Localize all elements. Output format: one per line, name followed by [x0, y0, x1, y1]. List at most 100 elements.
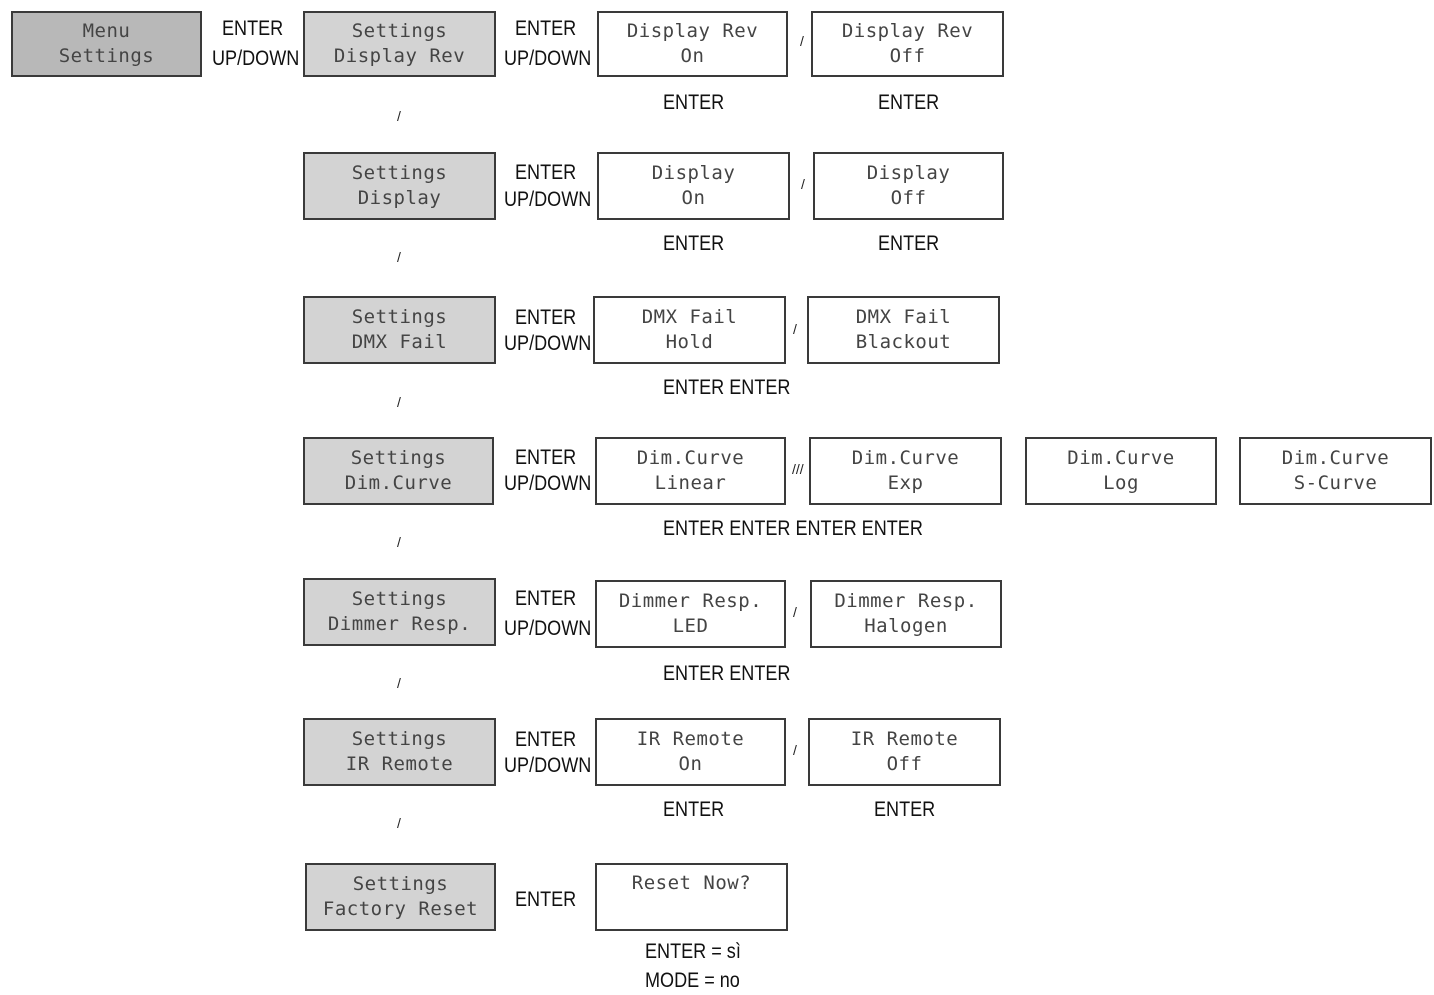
box-line1: Settings [351, 588, 448, 610]
box-line1: Settings [350, 447, 447, 469]
box-line2: Display Rev [333, 45, 466, 67]
box-line2: Exp [887, 472, 924, 494]
enter-label: ENTER [663, 91, 725, 114]
enter-label: ENTER ENTER [663, 376, 791, 399]
separator: / [801, 176, 805, 192]
enter-label: ENTER [515, 446, 577, 469]
box-line1: Dim.Curve [1281, 447, 1390, 469]
separator: / [800, 33, 804, 49]
box-line2: DMX Fail [351, 331, 448, 353]
separator: / [397, 534, 401, 550]
display-rev-off-box: Display Rev Off [811, 11, 1004, 77]
updown-label: UP/DOWN [504, 472, 592, 495]
box-line2: On [680, 45, 705, 67]
ir-remote-off-box: IR Remote Off [808, 718, 1001, 786]
enter-label: ENTER [878, 232, 940, 255]
enter-label: ENTER [515, 161, 577, 184]
box-line1: Display [866, 162, 951, 184]
settings-display-box: Settings Display [303, 152, 496, 220]
separator: / [793, 604, 797, 620]
updown-label: UP/DOWN [212, 47, 300, 70]
settings-factory-reset-box: Settings Factory Reset [305, 863, 496, 931]
box-line1: Settings [351, 162, 448, 184]
settings-dimmer-resp-box: Settings Dimmer Resp. [303, 578, 496, 646]
enter-yes-label: ENTER = sì [645, 940, 741, 963]
updown-label: UP/DOWN [504, 188, 592, 211]
updown-label: UP/DOWN [504, 47, 592, 70]
box-line1: Dim.Curve [636, 447, 745, 469]
box-line1: Settings [351, 20, 448, 42]
box-line1: Dimmer Resp. [618, 590, 763, 612]
box-line1: Display Rev [626, 20, 759, 42]
dimmer-resp-led-box: Dimmer Resp. LED [595, 580, 786, 648]
dim-curve-linear-box: Dim.Curve Linear [595, 437, 786, 505]
box-line2: IR Remote [345, 753, 454, 775]
box-line1: Reset Now? [631, 872, 752, 894]
enter-label: ENTER [515, 17, 577, 40]
ir-remote-on-box: IR Remote On [595, 718, 786, 786]
enter-label: ENTER ENTER ENTER ENTER [663, 517, 923, 540]
separator: / [397, 108, 401, 124]
box-line2: Hold [665, 331, 714, 353]
box-line1: Menu [82, 20, 131, 42]
display-rev-on-box: Display Rev On [597, 11, 788, 77]
enter-label: ENTER [663, 798, 725, 821]
separator-triple: /// [792, 461, 804, 477]
box-line1: IR Remote [636, 728, 745, 750]
separator: / [397, 249, 401, 265]
dim-curve-exp-box: Dim.Curve Exp [809, 437, 1002, 505]
reset-now-box: Reset Now? [595, 863, 788, 931]
settings-ir-remote-box: Settings IR Remote [303, 718, 496, 786]
settings-dmx-fail-box: Settings DMX Fail [303, 296, 496, 364]
box-line1: Settings [351, 306, 448, 328]
enter-label: ENTER [515, 728, 577, 751]
box-line2: Off [890, 187, 927, 209]
box-line2: S-Curve [1293, 472, 1378, 494]
enter-label: ENTER [663, 232, 725, 255]
enter-label: ENTER [222, 17, 284, 40]
box-line2: Blackout [855, 331, 952, 353]
dim-curve-s-curve-box: Dim.Curve S-Curve [1239, 437, 1432, 505]
box-line2: Settings [58, 45, 155, 67]
box-line1: Dimmer Resp. [834, 590, 978, 612]
box-line1: Dim.Curve [1067, 447, 1175, 469]
dmx-fail-hold-box: DMX Fail Hold [593, 296, 786, 364]
display-on-box: Display On [597, 152, 790, 220]
box-line1: DMX Fail [641, 306, 738, 328]
box-line2: Factory Reset [322, 898, 479, 920]
box-line2: On [678, 753, 703, 775]
settings-dim-curve-box: Settings Dim.Curve [303, 437, 494, 505]
settings-display-rev-box: Settings Display Rev [303, 11, 496, 77]
box-line2: Linear [654, 472, 727, 494]
box-line1: Display [651, 162, 736, 184]
box-line1: Display Rev [841, 20, 974, 42]
separator: / [397, 394, 401, 410]
enter-label: ENTER ENTER [663, 662, 791, 685]
separator: / [397, 815, 401, 831]
updown-label: UP/DOWN [504, 332, 592, 355]
separator: / [793, 742, 797, 758]
enter-label: ENTER [515, 587, 577, 610]
box-line2: On [681, 187, 706, 209]
menu-settings-box: Menu Settings [11, 11, 202, 77]
box-line2: Display [357, 187, 442, 209]
enter-label: ENTER [878, 91, 940, 114]
mode-no-label: MODE = no [645, 969, 740, 992]
box-line2: Off [889, 45, 926, 67]
enter-label: ENTER [874, 798, 936, 821]
display-off-box: Display Off [813, 152, 1004, 220]
updown-label: UP/DOWN [504, 754, 592, 777]
updown-label: UP/DOWN [504, 617, 592, 640]
separator: / [397, 675, 401, 691]
box-line2: Off [886, 753, 923, 775]
box-line2: Dim.Curve [344, 472, 453, 494]
dimmer-resp-halogen-box: Dimmer Resp. Halogen [810, 580, 1002, 648]
box-line2: LED [672, 615, 709, 637]
box-line2: Halogen [864, 615, 948, 637]
enter-label: ENTER [515, 306, 577, 329]
box-line1: DMX Fail [855, 306, 952, 328]
enter-label: ENTER [515, 888, 577, 911]
dmx-fail-blackout-box: DMX Fail Blackout [807, 296, 1000, 364]
box-line1: IR Remote [850, 728, 959, 750]
box-line1: Settings [351, 728, 448, 750]
